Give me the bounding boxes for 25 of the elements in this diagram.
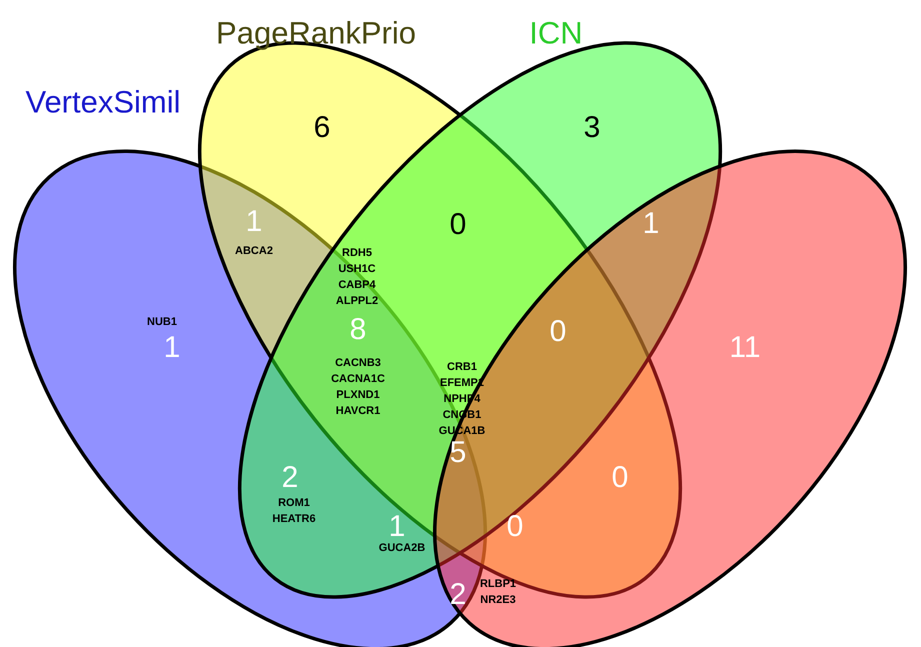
set-label: PageRankPrio (216, 18, 416, 48)
region-count: 5 (450, 438, 466, 468)
region-count: 3 (584, 113, 600, 143)
region-count: 1 (388, 512, 406, 542)
region-count: 0 (506, 512, 524, 542)
region-count: 1 (642, 209, 660, 239)
region-count: 0 (450, 210, 466, 240)
gene-list: CACNB3 CACNA1C PLXND1 HAVCR1 (329, 355, 387, 419)
region-count: 0 (612, 463, 628, 493)
region-count: 11 (729, 333, 761, 363)
region-count: 1 (246, 207, 262, 237)
region-count: 2 (450, 580, 466, 610)
gene-list: NUB1 (133, 314, 191, 330)
set-label: VertexSimil (25, 86, 181, 118)
gene-list: ROM1 HEATR6 (265, 495, 323, 527)
region-count: 2 (282, 463, 298, 493)
gene-list: ABCA2 (225, 243, 283, 259)
region-count: 1 (164, 333, 180, 363)
gene-list: RDH5 USH1C CABP4 ALPPL2 (328, 245, 386, 309)
gene-list: GUCA2B (373, 540, 431, 556)
region-count: 6 (314, 113, 330, 143)
region-count: 0 (550, 317, 566, 347)
region-count: 8 (350, 315, 366, 345)
gene-list: RLBP1 NR2E3 (469, 576, 527, 608)
set-label: ICN (529, 18, 583, 48)
